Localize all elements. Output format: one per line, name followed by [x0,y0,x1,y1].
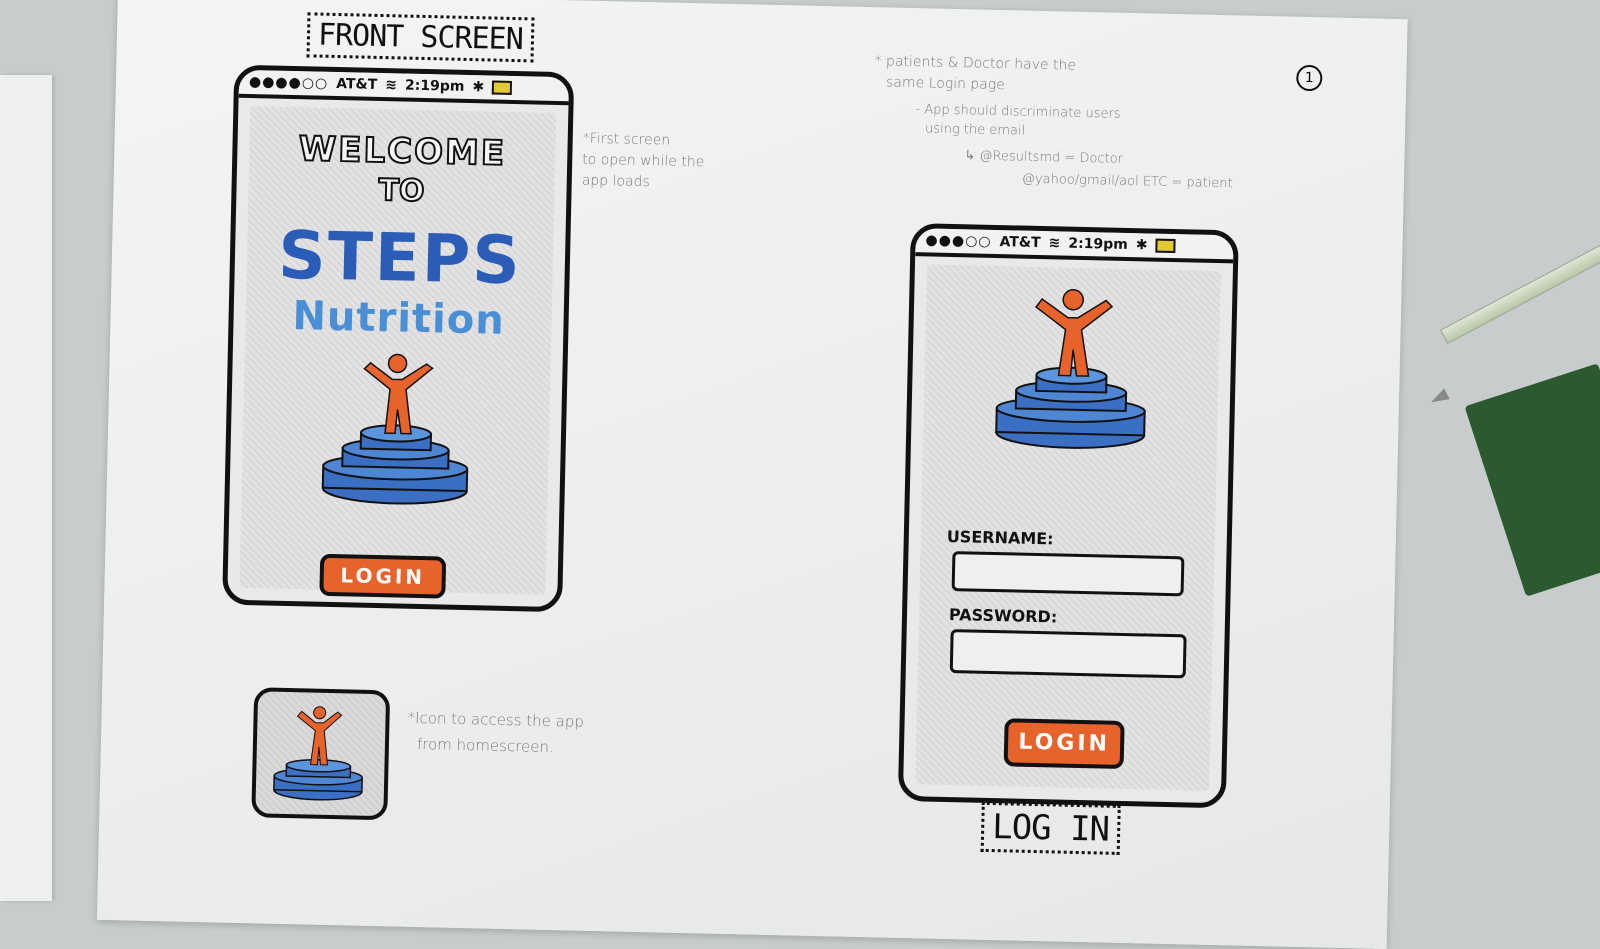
carrier-label: AT&T [336,75,378,93]
battery-icon [1155,238,1176,254]
password-label: PASSWORD: [948,605,1058,627]
brand-steps: STEPS [277,216,523,300]
status-bar: ●●●●○○ AT&T ≋ 2:19pm ✱ [238,69,570,106]
login-submit-button[interactable]: LOGIN [1003,718,1125,770]
first-screen-note: *First screen to open while the app load… [581,130,705,191]
login-screen: USERNAME: PASSWORD: LOGIN [915,264,1221,791]
bluetooth-icon: ✱ [1135,237,1148,254]
pencil [1440,244,1600,345]
signal-dots-icon: ●●●○○ [925,232,992,250]
sketch-paper: FRONT SCREEN 1 ●●●●○○ AT&T ≋ 2:19pm ✱ WE… [96,0,1408,949]
pencil-tip [1428,388,1450,408]
patient-rule-note: @yahoo/gmail/aol ETC = patient [1021,171,1233,192]
front-screen-title: FRONT SCREEN [306,12,535,63]
shared-login-note: * patients & Doctor have the same Login … [874,53,1077,94]
app-icon[interactable] [251,687,391,821]
steps-logo-icon [273,706,363,801]
brand-nutrition: Nutrition [291,293,506,344]
steps-logo-icon [995,289,1146,449]
arrow-icon: ↳ [964,148,980,164]
icon-note: *Icon to access the app from homescreen. [407,708,585,757]
steps-logo-icon [321,353,469,505]
carrier-label: AT&T [999,234,1041,251]
login-screen-phone: ●●●○○ AT&T ≋ 2:19pm ✱ USERNAME: PASSWORD… [897,223,1239,809]
username-label: USERNAME: [946,526,1054,549]
battery-icon [491,80,513,95]
wifi-icon: ≋ [385,77,398,94]
password-input[interactable] [949,629,1187,679]
discriminate-note: - App should discriminate users using th… [915,102,1121,139]
page-number: 1 [1296,64,1323,92]
front-login-button[interactable]: LOGIN [319,553,447,599]
username-input[interactable] [951,551,1185,597]
time-label: 2:19pm [404,77,465,95]
status-bar: ●●●○○ AT&T ≋ 2:19pm ✱ [915,228,1234,264]
welcome-text: WELCOME [297,128,507,175]
background-sheet [0,75,52,901]
bluetooth-icon: ✱ [472,79,485,96]
time-label: 2:19pm [1068,235,1128,253]
pencil-box [1464,363,1600,597]
doctor-rule-note: ↳ @Resultsmd = Doctor [964,148,1124,167]
signal-dots-icon: ●●●●○○ [248,73,329,92]
splash-screen: WELCOME TO STEPS Nutrition LOGIN [239,106,557,599]
welcome-to-text: TO [377,172,426,210]
front-screen-phone: ●●●●○○ AT&T ≋ 2:19pm ✱ WELCOME TO STEPS … [222,64,575,613]
wifi-icon: ≋ [1048,235,1061,252]
login-title: LOG IN [980,801,1121,855]
